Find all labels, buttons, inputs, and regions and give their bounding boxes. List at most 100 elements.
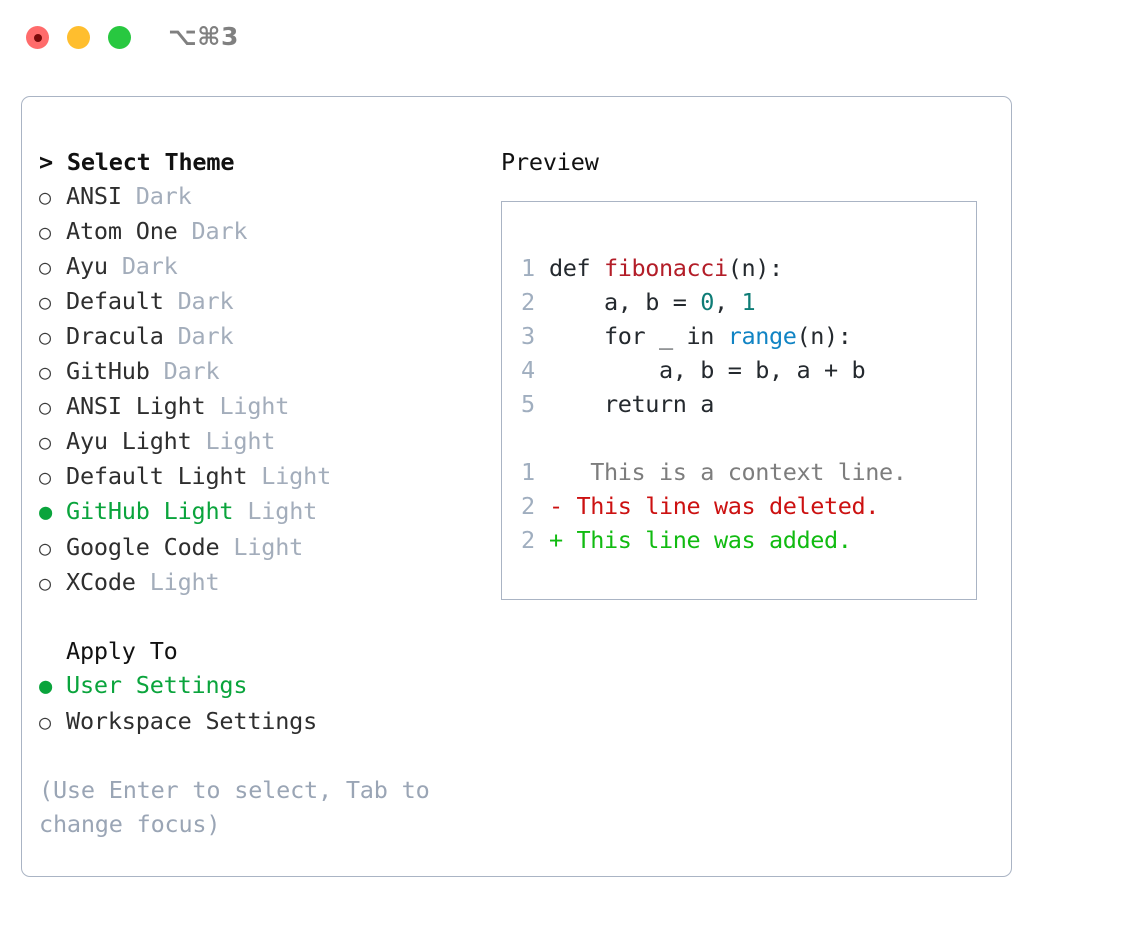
separator bbox=[164, 284, 178, 318]
code-token: 1 bbox=[741, 288, 756, 316]
window-controls bbox=[26, 26, 131, 49]
radio-unselected-icon: ○ bbox=[39, 325, 51, 349]
theme-option-name: Ayu Light bbox=[66, 427, 192, 455]
apply-to-list: ● User Settings ○ Workspace Settings bbox=[39, 668, 479, 739]
minimize-button[interactable] bbox=[67, 26, 90, 49]
theme-option-variant: Light bbox=[261, 462, 332, 490]
theme-option[interactable]: ○Atom One Dark bbox=[39, 214, 479, 249]
close-button[interactable] bbox=[26, 26, 49, 49]
theme-option-name: GitHub Light bbox=[66, 497, 234, 525]
radio-unselected-icon: ○ bbox=[39, 536, 51, 560]
theme-option[interactable]: ○Dracula Dark bbox=[39, 319, 479, 354]
theme-option[interactable]: ○Ayu Dark bbox=[39, 249, 479, 284]
radio-unselected-icon: ○ bbox=[39, 290, 51, 314]
code-line: 4 a, b = b, a + b bbox=[521, 353, 961, 387]
separator bbox=[205, 389, 219, 423]
code-line: 3 for _ in range(n): bbox=[521, 319, 961, 353]
code-token: (n): bbox=[796, 322, 852, 350]
theme-option-variant: Dark bbox=[135, 182, 192, 210]
theme-option-name: ANSI Light bbox=[66, 392, 206, 420]
theme-option-name: ANSI bbox=[66, 182, 122, 210]
list-spacer bbox=[39, 600, 479, 634]
diff-line: 2- This line was deleted. bbox=[521, 489, 961, 523]
radio-selected-icon: ● bbox=[39, 500, 53, 525]
code-token: fibonacci bbox=[604, 254, 728, 282]
theme-option-variant: Dark bbox=[163, 357, 220, 385]
line-number: 3 bbox=[521, 322, 535, 350]
diff-text: This line was deleted. bbox=[562, 492, 879, 520]
line-number: 1 bbox=[521, 458, 535, 486]
code-line: 5 return a bbox=[521, 387, 961, 421]
theme-option-variant: Dark bbox=[121, 252, 178, 280]
theme-option[interactable]: ○ Ayu Light Light bbox=[39, 424, 479, 459]
apply-to-option[interactable]: ○ Workspace Settings bbox=[39, 704, 479, 739]
theme-option-variant: Light bbox=[247, 497, 318, 525]
maximize-button[interactable] bbox=[108, 26, 131, 49]
theme-option[interactable]: ○XCode Light bbox=[39, 565, 479, 600]
apply-to-option[interactable]: ● User Settings bbox=[39, 668, 479, 704]
separator bbox=[164, 319, 178, 353]
code-token: a, b = bbox=[549, 288, 701, 316]
diff-spacer bbox=[521, 421, 961, 455]
radio-unselected-icon: ○ bbox=[39, 710, 51, 734]
code-token: 0 bbox=[700, 288, 714, 316]
apply-to-label: Apply To bbox=[66, 637, 178, 665]
theme-option-variant: Light bbox=[219, 392, 290, 420]
code-line: 2 a, b = 0, 1 bbox=[521, 285, 961, 319]
theme-option-variant: Light bbox=[149, 568, 220, 596]
theme-option-name: XCode bbox=[66, 568, 136, 596]
theme-option[interactable]: ○ ANSI Dark bbox=[39, 179, 479, 214]
theme-list: ○ANSI Dark○Atom One Dark○Ayu Dark○Defaul… bbox=[39, 179, 479, 600]
code-token: , bbox=[713, 288, 742, 316]
separator bbox=[178, 214, 192, 248]
apply-to-option-name: Workspace Settings bbox=[66, 707, 318, 735]
theme-list-header: > Select Theme bbox=[39, 148, 235, 176]
line-number: 2 bbox=[521, 288, 535, 316]
diff-text: This is a context line. bbox=[562, 458, 907, 486]
diff-sign: + bbox=[549, 526, 563, 554]
theme-option[interactable]: ○ ANSI Light Light bbox=[39, 389, 479, 424]
diff-line: 1 This is a context line. bbox=[521, 455, 961, 489]
separator bbox=[122, 179, 136, 213]
diff-text: This line was added. bbox=[562, 526, 852, 554]
preview-title: Preview bbox=[501, 148, 599, 176]
radio-unselected-icon: ○ bbox=[39, 185, 51, 209]
radio-unselected-icon: ○ bbox=[39, 220, 51, 244]
apply-to-option-name: User Settings bbox=[66, 671, 248, 699]
separator bbox=[150, 354, 164, 388]
separator bbox=[233, 494, 247, 528]
theme-option[interactable]: ○Default Light Light bbox=[39, 459, 479, 494]
radio-unselected-icon: ○ bbox=[39, 430, 51, 454]
line-number: 2 bbox=[521, 526, 535, 554]
theme-option[interactable]: ○ GitHub Dark bbox=[39, 354, 479, 389]
code-token: (n): bbox=[727, 254, 783, 282]
theme-option[interactable]: ○Google Code Light bbox=[39, 530, 479, 565]
line-number: 2 bbox=[521, 492, 535, 520]
title-bar: ⌥⌘3 bbox=[0, 0, 1140, 78]
radio-unselected-icon: ○ bbox=[39, 395, 51, 419]
theme-option[interactable]: ● GitHub Light Light bbox=[39, 494, 479, 530]
theme-option-variant: Dark bbox=[191, 217, 248, 245]
theme-picker-column: > Select Theme ○ANSI Dark○Atom One Dark○… bbox=[39, 145, 479, 841]
radio-selected-icon: ● bbox=[39, 674, 53, 699]
line-number: 4 bbox=[521, 356, 535, 384]
separator bbox=[219, 530, 233, 564]
separator bbox=[108, 249, 122, 283]
code-token: for _ in bbox=[549, 322, 728, 350]
code-token: range bbox=[727, 322, 797, 350]
keyboard-shortcut-label: ⌥⌘3 bbox=[168, 22, 239, 51]
theme-option-name: Dracula bbox=[66, 322, 164, 350]
line-number: 1 bbox=[521, 254, 535, 282]
theme-option-name: GitHub bbox=[66, 357, 150, 385]
theme-option-variant: Light bbox=[205, 427, 276, 455]
radio-unselected-icon: ○ bbox=[39, 360, 51, 384]
code-token: return a bbox=[549, 390, 714, 418]
theme-option[interactable]: ○Default Dark bbox=[39, 284, 479, 319]
diff-sample: 1 This is a context line.2- This line wa… bbox=[521, 455, 961, 557]
code-token: a, b = b, a + b bbox=[549, 356, 866, 384]
theme-option-name: Default Light bbox=[66, 462, 248, 490]
